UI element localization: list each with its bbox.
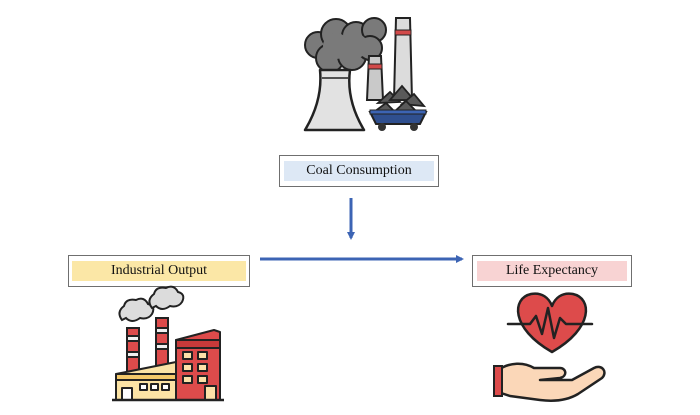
industrial-output-node: Industrial Output [68, 255, 250, 287]
life-expectancy-node: Life Expectancy [472, 255, 632, 287]
coal-consumption-label: Coal Consumption [284, 161, 434, 181]
life-expectancy-label: Life Expectancy [477, 261, 627, 281]
coal-consumption-node: Coal Consumption [279, 155, 439, 187]
industrial-output-label: Industrial Output [72, 261, 246, 281]
